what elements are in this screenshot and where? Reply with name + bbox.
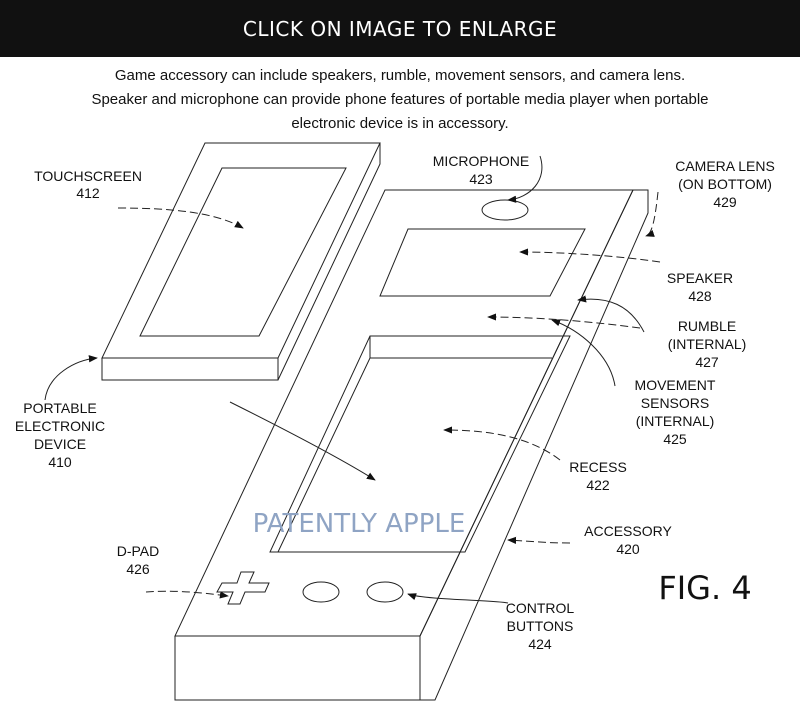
- label-camera-lens-2: (ON BOTTOM): [678, 176, 772, 192]
- control-button-1: [302, 581, 340, 603]
- label-dpad: D-PAD: [117, 543, 160, 559]
- label-portable-num: 410: [48, 454, 72, 470]
- dpad-shape: [216, 571, 270, 605]
- enlarge-banner[interactable]: CLICK ON IMAGE TO ENLARGE: [0, 0, 800, 57]
- caption-line-3: electronic device is in accessory.: [291, 115, 509, 132]
- label-movement-3: (INTERNAL): [636, 413, 715, 429]
- label-recess-num: 422: [586, 477, 610, 493]
- label-recess: RECESS: [569, 459, 627, 475]
- label-accessory: ACCESSORY: [584, 523, 672, 539]
- label-camera-lens-num: 429: [713, 194, 737, 210]
- control-button-2: [366, 581, 404, 603]
- label-touchscreen-num: 412: [76, 185, 100, 201]
- label-control-buttons-2: BUTTONS: [507, 618, 574, 634]
- label-movement-2: SENSORS: [641, 395, 709, 411]
- recess-area: [269, 335, 571, 553]
- label-movement-num: 425: [663, 431, 687, 447]
- caption-line-2: Speaker and microphone can provide phone…: [91, 91, 709, 108]
- caption-line-1: Game accessory can include speakers, rum…: [114, 67, 686, 84]
- accessory-drawing: [174, 189, 649, 701]
- label-microphone-num: 423: [469, 171, 493, 187]
- label-rumble: RUMBLE: [678, 318, 736, 334]
- microphone-hole: [481, 199, 529, 221]
- leader-lines: [44, 155, 661, 604]
- label-portable-2: ELECTRONIC: [15, 418, 105, 434]
- label-speaker-num: 428: [688, 288, 712, 304]
- touchscreen-area: [139, 167, 347, 337]
- label-rumble-2: (INTERNAL): [668, 336, 747, 352]
- watermark: PATENTLY APPLE: [253, 509, 466, 539]
- portable-device-drawing: [101, 142, 381, 381]
- label-accessory-num: 420: [616, 541, 640, 557]
- label-touchscreen: TOUCHSCREEN: [34, 168, 142, 184]
- label-control-buttons: CONTROL: [506, 600, 575, 616]
- label-rumble-num: 427: [695, 354, 719, 370]
- banner-text: CLICK ON IMAGE TO ENLARGE: [242, 16, 558, 41]
- label-control-buttons-num: 424: [528, 636, 552, 652]
- label-speaker: SPEAKER: [667, 270, 733, 286]
- label-microphone: MICROPHONE: [433, 153, 529, 169]
- label-portable-3: DEVICE: [34, 436, 86, 452]
- label-movement: MOVEMENT: [635, 377, 716, 393]
- figure-label: FIG. 4: [658, 569, 751, 607]
- label-portable: PORTABLE: [23, 400, 96, 416]
- label-dpad-num: 426: [126, 561, 150, 577]
- speaker-area: [379, 228, 586, 297]
- label-camera-lens: CAMERA LENS: [675, 158, 775, 174]
